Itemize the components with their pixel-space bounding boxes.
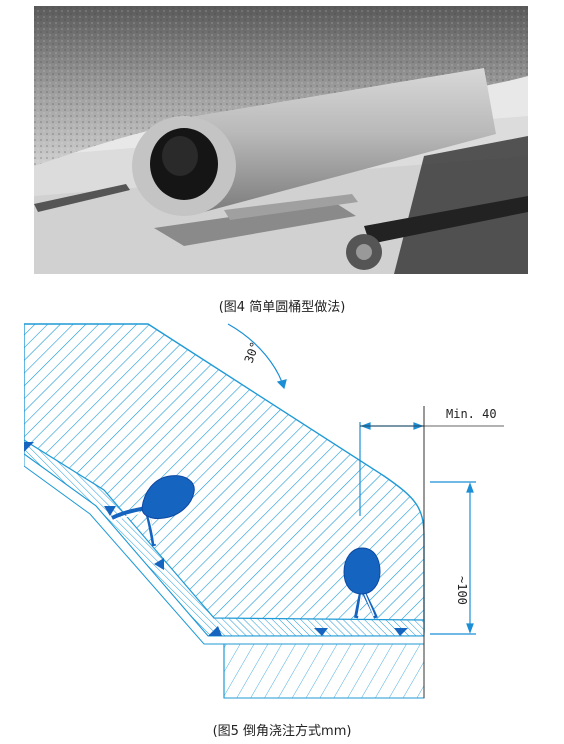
figure5-drawing: 30° Min. 40 ~100	[23, 322, 544, 710]
figure4-caption: (图4 简单圆桶型做法)	[218, 300, 346, 315]
cylinder-photo-illustration	[34, 6, 528, 274]
chamfer-section-diagram: 30° Min. 40 ~100	[23, 323, 504, 699]
depth-label: ~100	[455, 576, 469, 605]
angle-label: 30°	[242, 340, 263, 365]
anchor-upper	[111, 475, 195, 547]
base-region	[223, 643, 425, 699]
anchor-right	[343, 547, 381, 619]
figure4-photo	[34, 6, 528, 274]
figure5-caption: (图5 倒角浇注方式mm)	[212, 724, 352, 739]
min-width-label: Min. 40	[446, 407, 497, 421]
